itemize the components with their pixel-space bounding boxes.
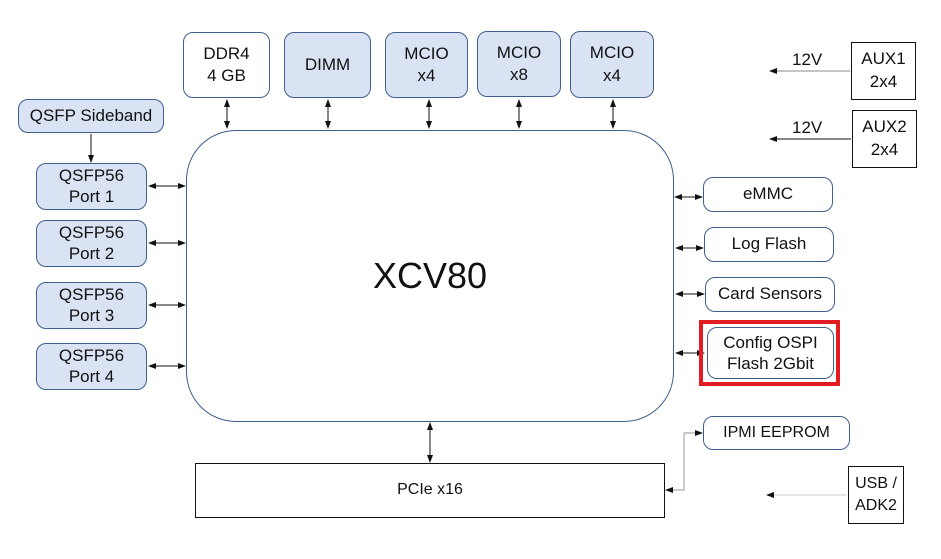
xcv80-fpga-block: XCV80 [186, 130, 674, 422]
port-number: Port 3 [68, 305, 115, 325]
config-ospi-flash-block: Config OSPI Flash 2Gbit [707, 327, 834, 379]
emmc-label: eMMC [742, 184, 794, 204]
aux1-connector: AUX1 2x4 [851, 42, 916, 100]
pcie-x16-block: PCIe x16 [195, 463, 665, 518]
pcie-label: PCIe x16 [397, 481, 463, 499]
mcio-label: MCIO [404, 43, 449, 63]
port-type: QSFP56 [58, 223, 125, 243]
qsfp-sideband-block: QSFP Sideband [18, 99, 164, 133]
highlight-box [699, 320, 840, 386]
aux1-voltage: 12V [792, 50, 823, 69]
mcio-width: x8 [510, 65, 528, 84]
port-number: Port 1 [68, 186, 115, 206]
card-sensors-label: Card Sensors [718, 284, 822, 304]
mcio-width: x4 [417, 66, 436, 85]
aux2-voltage: 12V [792, 118, 823, 137]
dimm-label: DIMM [304, 54, 351, 74]
port-number: Port 2 [68, 243, 115, 263]
ddr4-size: 4 GB [207, 66, 246, 85]
ddr4-block: DDR4 4 GB [183, 32, 270, 98]
ipmi-eeprom-block: IPMI EEPROM [703, 416, 850, 450]
ospi-label: Config OSPI [723, 332, 818, 352]
ipmi-label: IPMI EEPROM [723, 423, 830, 441]
port-number: Port 4 [68, 366, 115, 386]
port-type: QSFP56 [58, 285, 125, 305]
ospi-size: Flash 2Gbit [727, 354, 814, 373]
dimm-block: DIMM [284, 32, 371, 98]
card-sensors-block: Card Sensors [705, 277, 835, 312]
log-flash-label: Log Flash [731, 234, 807, 254]
mcio-x8-block: MCIO x8 [477, 31, 561, 97]
aux2-pins: 2x4 [870, 140, 899, 159]
ipmi-arrow [665, 430, 703, 493]
aux1-pins: 2x4 [869, 72, 898, 91]
mcio-width: x4 [603, 65, 621, 85]
mcio-label: MCIO [496, 42, 542, 62]
port-type: QSFP56 [58, 346, 125, 366]
usb-adk2-connector: USB / ADK2 [848, 466, 904, 524]
ddr4-label: DDR4 [203, 43, 250, 63]
adk2-label: ADK2 [855, 497, 897, 514]
log-flash-block: Log Flash [704, 227, 834, 262]
mcio-label: MCIO [589, 43, 635, 63]
mcio-x4-block-1: MCIO x4 [385, 32, 468, 98]
usb-label: USB / [855, 474, 897, 492]
aux2-label: AUX2 [862, 117, 907, 137]
port-type: QSFP56 [58, 166, 125, 186]
fpga-label: XCV80 [372, 255, 488, 296]
aux1-label: AUX1 [861, 49, 906, 69]
emmc-block: eMMC [703, 177, 833, 212]
aux2-connector: AUX2 2x4 [852, 110, 917, 168]
qsfp-sideband-label: QSFP Sideband [29, 105, 153, 125]
